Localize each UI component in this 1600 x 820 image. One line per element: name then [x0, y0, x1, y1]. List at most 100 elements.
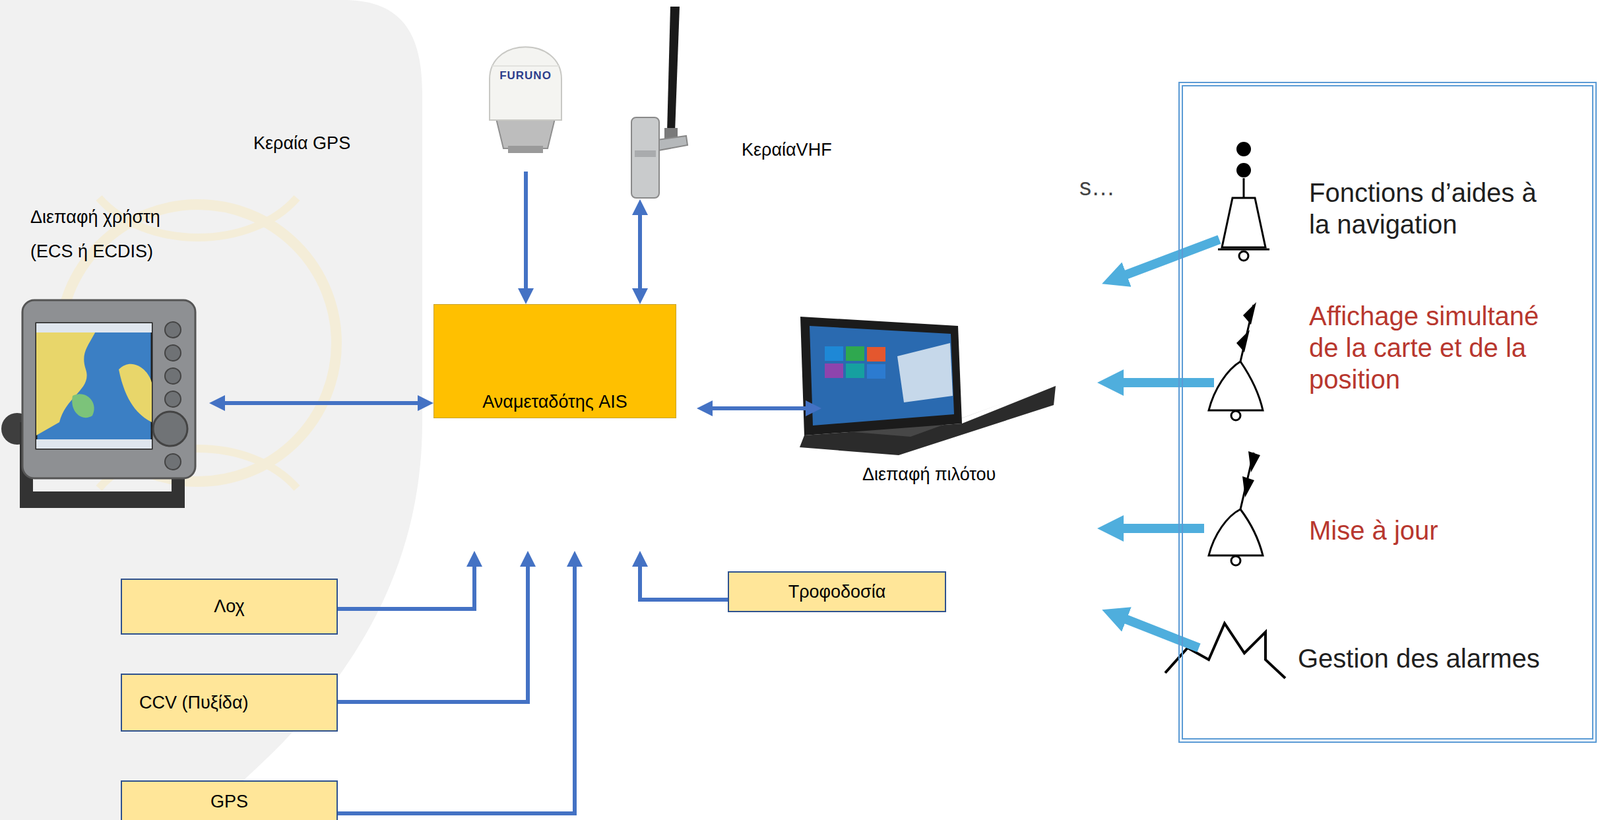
connector — [209, 395, 434, 412]
arrow-head — [466, 550, 483, 567]
screen-tile — [845, 346, 865, 361]
screen-photo — [897, 343, 953, 403]
connector — [517, 171, 534, 305]
arrow-head — [517, 288, 534, 305]
function-arrow — [1118, 378, 1215, 388]
dome-seam — [492, 65, 559, 67]
arrow-head — [519, 550, 536, 567]
device-label: Κεραία GPS — [253, 131, 351, 155]
topmark-cone — [1243, 302, 1257, 325]
pilot-laptop: Διεπαφή πιλότου — [791, 316, 1057, 454]
power-input-box: Τροφοδοσία — [727, 571, 947, 613]
screen-header — [36, 323, 152, 333]
antenna-base — [496, 118, 555, 149]
chart-land — [118, 364, 152, 423]
shield-shape — [0, 0, 423, 820]
connector-line — [337, 564, 528, 703]
alarm-symbol — [1165, 623, 1286, 679]
connector — [632, 550, 728, 600]
plotter-screen — [36, 323, 152, 449]
device-label: ΚεραίαVHF — [741, 138, 832, 161]
function-text: Gestion des alarmes — [1297, 642, 1540, 675]
vhf-antenna-picture — [631, 6, 688, 198]
gps-input-box: GPS — [120, 780, 338, 820]
antenna-bracket — [657, 135, 688, 151]
plotter-button — [164, 345, 181, 361]
mount-clamp — [634, 150, 656, 158]
connector-line — [222, 401, 421, 406]
box-label: Αναμεταδότης AIS — [482, 391, 628, 413]
screen-tile — [824, 346, 844, 361]
ais-transponder: Αναμεταδότης AIS — [433, 304, 677, 419]
screen-tile — [845, 363, 865, 379]
arrow-head — [805, 400, 822, 417]
connector-line — [337, 564, 575, 814]
function-text: Mise à jour — [1309, 514, 1439, 547]
arrow-head — [566, 550, 583, 567]
display-symbol — [1208, 302, 1263, 421]
shield-watermark — [0, 0, 423, 820]
gps-antenna: Κεραία GPS — [481, 40, 570, 154]
buoy-ring — [1231, 411, 1241, 421]
antenna-mount — [508, 145, 544, 154]
topmark-cone — [1248, 451, 1261, 473]
log-input-box: Λοχ — [120, 578, 338, 635]
function-arrow — [1121, 617, 1199, 648]
connector-line — [523, 171, 528, 291]
chart-land — [36, 323, 99, 436]
connector — [632, 199, 648, 305]
buoy-body — [1221, 197, 1266, 248]
topmark-cone — [1242, 476, 1255, 498]
function-arrow — [1118, 523, 1205, 534]
topmark-cone — [1236, 329, 1250, 353]
laptop-picture — [799, 316, 1056, 456]
update-symbol — [1208, 451, 1263, 566]
user-interface-display: Διεπαφή χρήστη (ECS ή ECDIS) — [2, 296, 204, 511]
buoy-body — [1208, 509, 1263, 556]
arrow-head — [632, 288, 648, 305]
connector-line — [640, 564, 728, 600]
vhf-antenna: ΚεραίαVHF — [624, 5, 697, 200]
chart-plotter-picture — [1, 300, 196, 509]
function-text: Fonctions d’aides à la navigation — [1309, 176, 1557, 241]
antenna-whip — [667, 6, 680, 132]
functions-panel: Fonctions d’aides à la navigationAfficha… — [1178, 81, 1597, 743]
cut-off-text: s… — [1079, 172, 1116, 202]
compass-input-box: CCV (Πυξίδα) — [120, 673, 338, 732]
plotter-button — [164, 391, 181, 408]
connector — [337, 550, 483, 609]
plotter-body — [22, 300, 196, 479]
connector — [696, 400, 822, 417]
connector — [337, 550, 583, 814]
buoy-body — [1208, 361, 1263, 411]
connector-line — [337, 564, 475, 609]
antenna-mount-tube — [631, 117, 660, 198]
box-label: Λοχ — [213, 595, 245, 617]
box-label: Τροφοδοσία — [788, 581, 887, 603]
arrow-head — [632, 199, 648, 216]
alarm-burst — [1165, 623, 1286, 679]
gps-antenna-picture — [489, 46, 562, 154]
plotter-dial — [153, 411, 188, 447]
buoy-ring — [1239, 251, 1249, 261]
device-label: Διεπαφή χρήστη (ECS ή ECDIS) — [30, 199, 189, 269]
screen-footer — [36, 439, 152, 449]
laptop-lid — [800, 316, 962, 436]
nav-aid-symbol — [1217, 141, 1270, 261]
antenna-dome — [489, 46, 562, 121]
plotter-button — [164, 321, 181, 338]
screen-tile — [824, 363, 844, 379]
box-label: GPS — [210, 791, 249, 813]
arrow-head — [696, 400, 713, 417]
function-text: Affichage simultané de la carte et de la… — [1309, 300, 1557, 396]
laptop-screen — [809, 325, 955, 426]
box-label: CCV (Πυξίδα) — [139, 692, 249, 714]
connector — [337, 550, 536, 703]
arrow-head — [209, 395, 225, 412]
screen-tile — [866, 347, 886, 362]
function-arrow — [1121, 239, 1220, 277]
connector-line — [709, 406, 809, 411]
buoy-base — [1217, 248, 1270, 251]
buoy-stem — [1243, 178, 1246, 198]
